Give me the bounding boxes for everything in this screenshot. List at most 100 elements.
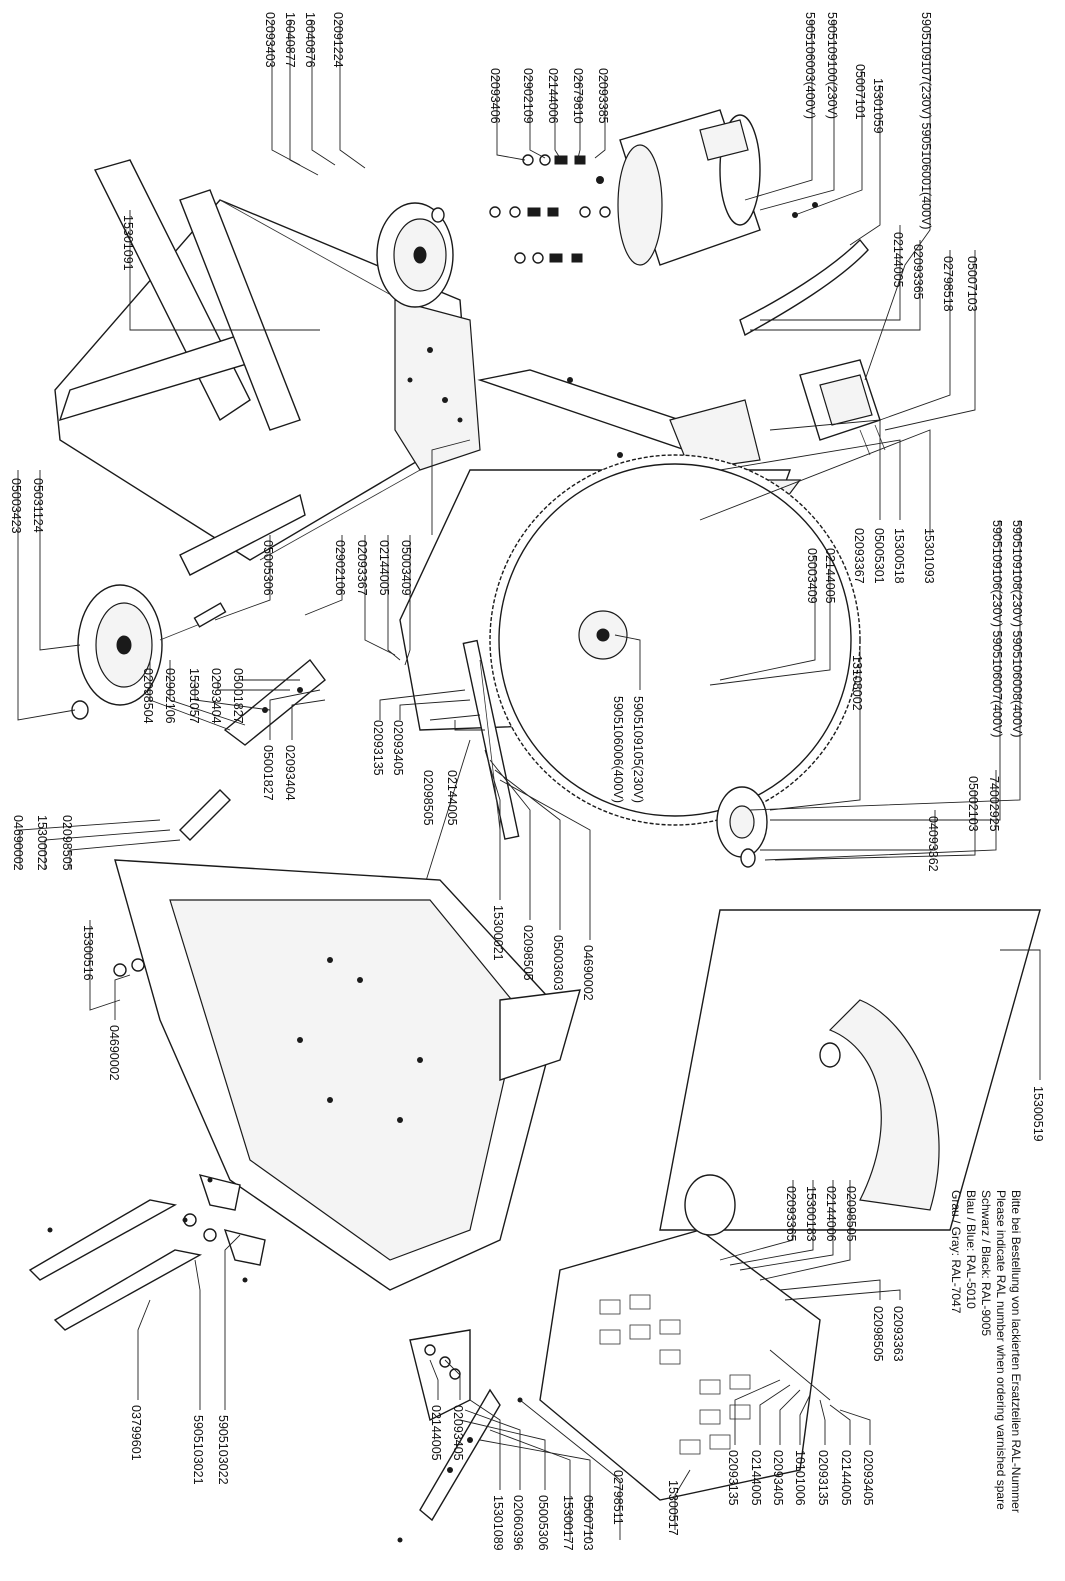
part-number: 05003409: [399, 540, 413, 596]
part-number: 02144006: [546, 68, 560, 124]
part-number: 15300177: [561, 1495, 575, 1551]
note-line-2: Please indicate RAL number when ordering…: [994, 1190, 1008, 1510]
part-number: 02093405: [771, 1450, 785, 1506]
part-number: 10101006: [793, 1450, 807, 1506]
part-number: 02098505: [521, 925, 535, 981]
note-line-5: Grau / Gray: RAL-7047: [949, 1190, 963, 1314]
part-number: 02098505: [844, 1186, 858, 1242]
part-number: 5905106006(400V): [611, 696, 625, 803]
table-carriage: [113, 859, 581, 1291]
part-number: 15300518: [892, 528, 906, 584]
part-number: 15300519: [1031, 1086, 1045, 1142]
part-number: 15300516: [81, 925, 95, 981]
part-number: 5905109100(230V): [825, 12, 839, 119]
part-number: 05003423: [9, 478, 23, 534]
saw-blade: [489, 454, 861, 826]
part-number: 02098505: [60, 815, 74, 871]
part-number: 02060396: [511, 1495, 525, 1551]
part-labels: 02093403 16040877 16040876 02091224 0209…: [9, 12, 1045, 1551]
part-number: 02098505: [871, 1306, 885, 1362]
part-number: 02144005: [429, 1405, 443, 1461]
part-number: 02902106: [163, 668, 177, 724]
part-number: 13108002: [850, 655, 864, 711]
part-number: 5905103022: [216, 1415, 230, 1485]
part-number: 02098504: [141, 668, 155, 724]
part-number: 15300183: [804, 1186, 818, 1242]
part-number: 02093405: [861, 1450, 875, 1506]
hinge-bracket: [179, 658, 326, 841]
part-number: 02798518: [941, 256, 955, 312]
part-number: 16040876: [303, 12, 317, 68]
part-number: 05007101: [853, 64, 867, 120]
part-number: 5905109106(230V) 5905106007(400V): [990, 520, 1004, 738]
part-number: 02093363: [891, 1306, 905, 1362]
part-number: 05005301: [872, 528, 886, 584]
part-number: 05005306: [261, 540, 275, 596]
part-number: 02093365: [784, 1186, 798, 1242]
part-number: 05005306: [536, 1495, 550, 1551]
part-number: 02093405: [391, 720, 405, 776]
part-number: 02093135: [726, 1450, 740, 1506]
part-number: 02093406: [488, 68, 502, 124]
part-number: 02093385: [596, 68, 610, 124]
part-number: 15300022: [35, 815, 49, 871]
part-number: 15300021: [491, 905, 505, 961]
part-number: 05007103: [965, 256, 979, 312]
part-number: 02144005: [749, 1450, 763, 1506]
part-number: 5905109108(230V) 5905106008(400V): [1010, 520, 1024, 738]
part-number: 15300517: [666, 1480, 680, 1536]
part-number: 02093367: [852, 528, 866, 584]
part-number: 05001827: [231, 668, 245, 724]
part-number: 02093135: [816, 1450, 830, 1506]
tension-spring: [419, 639, 520, 901]
part-number: 02144005: [891, 232, 905, 288]
part-number: 02098505: [421, 770, 435, 826]
part-number: 02798511: [611, 1470, 625, 1525]
part-number: 5905109107(230V) 5905106001(400V): [919, 12, 933, 230]
part-number: 04093362: [926, 816, 940, 872]
mounting-bracket: [397, 1388, 523, 1543]
part-number: 15301059: [871, 78, 885, 134]
part-number: 04690002: [107, 1025, 121, 1081]
part-number: 02902109: [521, 68, 535, 124]
wheel-lower: [71, 584, 227, 720]
wheel-upper: [376, 202, 454, 308]
part-number: 02093367: [355, 540, 369, 596]
part-number: 15301091: [121, 215, 135, 271]
part-number: 15301089: [491, 1495, 505, 1551]
part-number: 02093404: [283, 745, 297, 801]
frame-stand: [54, 159, 481, 576]
part-number: 05031124: [31, 478, 45, 533]
motor: [596, 109, 761, 266]
part-number: 02144005: [839, 1450, 853, 1506]
part-number: 15301093: [922, 528, 936, 584]
part-number: 5905109105(230V): [631, 696, 645, 803]
ral-note: Bitte bei Bestellung von lackierten Ersa…: [949, 1190, 1023, 1513]
push-handles: [28, 1174, 266, 1331]
part-number: 02093135: [371, 720, 385, 776]
part-number: 04690002: [581, 945, 595, 1001]
motor-support-arm: [477, 369, 761, 471]
motor-strap: [739, 202, 869, 337]
blade-flange: [716, 786, 768, 868]
note-line-1: Bitte bei Bestellung von lackierten Ersa…: [1009, 1190, 1023, 1513]
part-number: 02144005: [377, 540, 391, 596]
part-number: 02093403: [263, 12, 277, 68]
part-number: 5905106003(400V): [803, 12, 817, 119]
push-carriage: [539, 1174, 831, 1501]
part-number: 02144006: [824, 1186, 838, 1242]
table-top-plate: [659, 909, 1041, 1231]
note-line-4: Blau / Blue: RAL-5010: [964, 1190, 978, 1309]
part-number: 05003409: [805, 548, 819, 604]
part-number: 05007103: [581, 1495, 595, 1551]
part-number: 05002103: [966, 776, 980, 832]
part-number: 05001827: [261, 745, 275, 801]
part-number: 15301057: [187, 668, 201, 724]
part-number: 02902106: [333, 540, 347, 596]
part-number: 02091224: [331, 12, 345, 68]
part-number: 02093405: [451, 1405, 465, 1461]
motor-hardware: [489, 154, 611, 264]
part-number: 05003603: [551, 935, 565, 991]
part-number: 02144005: [823, 548, 837, 604]
